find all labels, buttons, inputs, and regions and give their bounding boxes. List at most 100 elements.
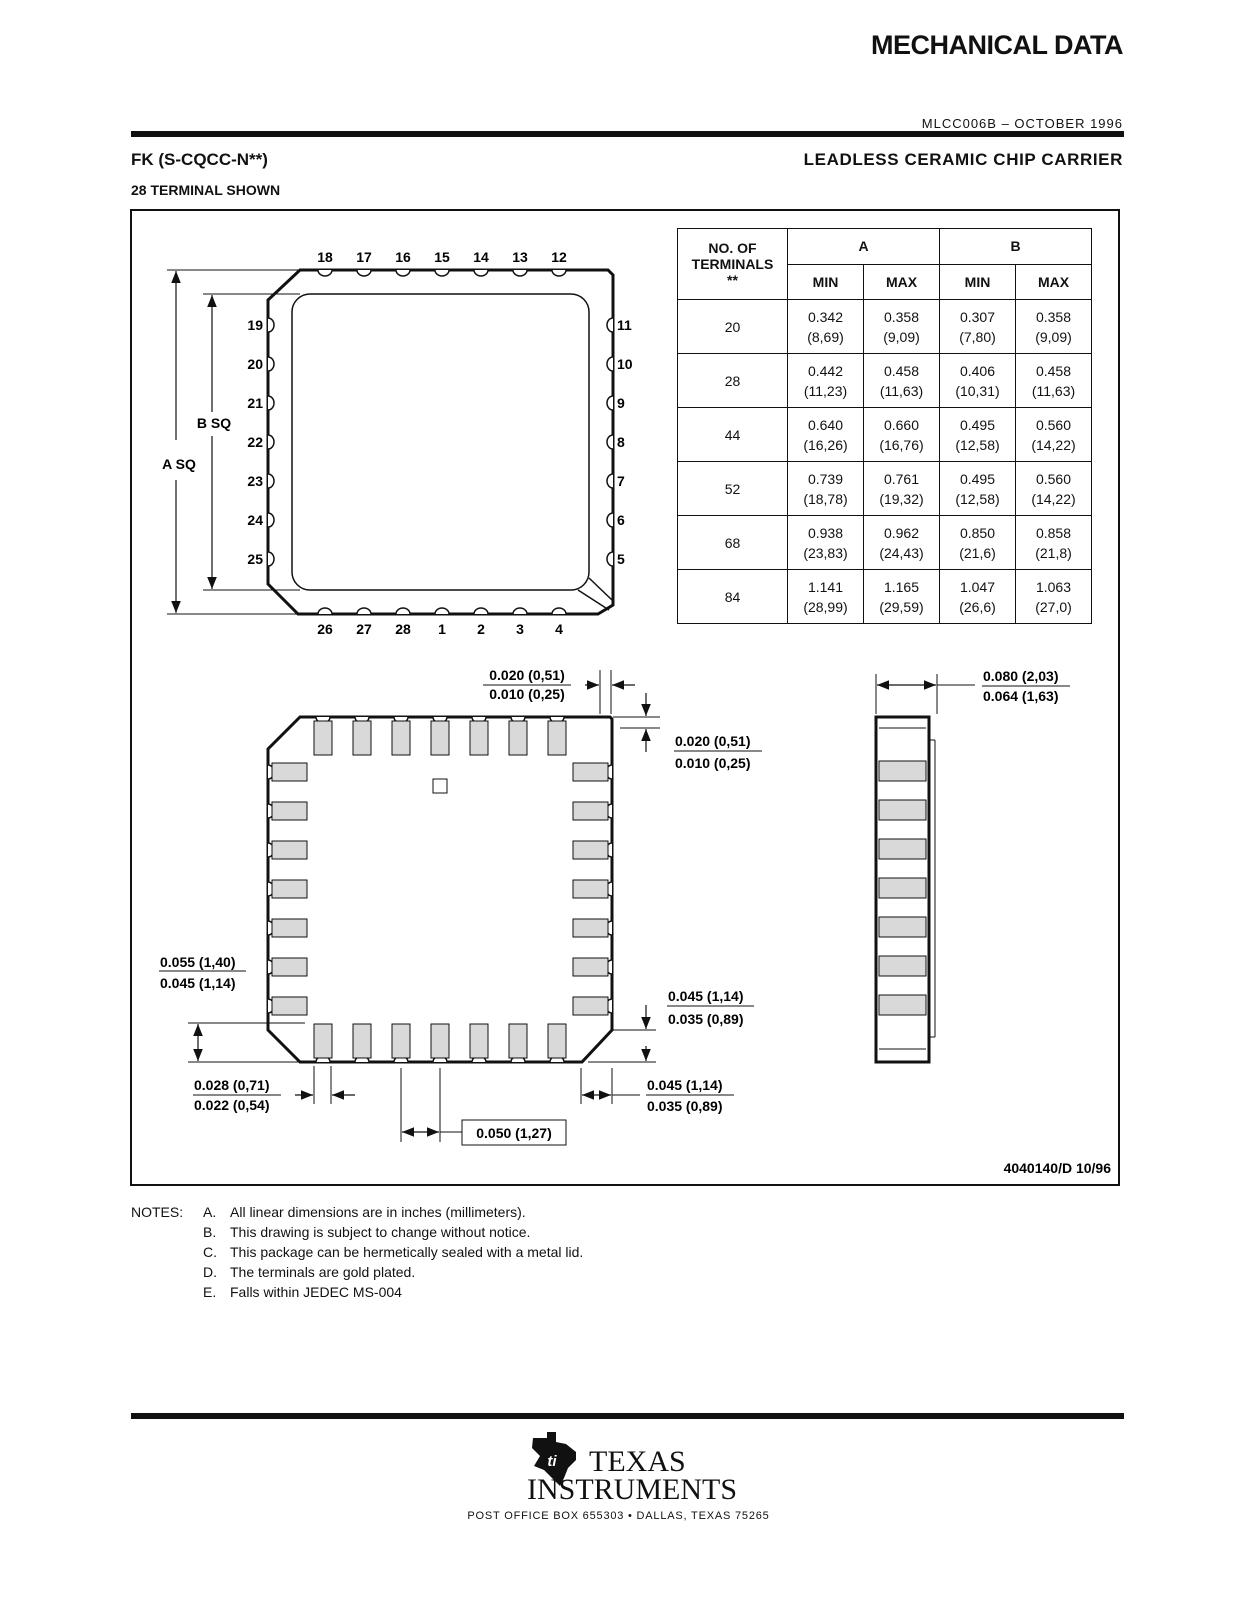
mm-value: (11,63) xyxy=(879,382,924,399)
terminal-pad xyxy=(572,957,609,977)
header-rule xyxy=(131,131,1124,137)
pin-number: 22 xyxy=(247,434,263,450)
dim-corner-left-max: 0.055 (1,40) xyxy=(160,954,236,970)
inch-value: 0.342 xyxy=(807,308,844,325)
dim-terminal-width-max: 0.028 (0,71) xyxy=(194,1077,270,1093)
dim-corner-bottom-max: 0.045 (1,14) xyxy=(647,1077,723,1093)
terminal-pad xyxy=(271,918,308,938)
inch-value: 0.850 xyxy=(959,524,996,541)
inch-value: 0.640 xyxy=(807,416,844,433)
mm-value: (23,83) xyxy=(803,544,848,561)
terminal-notches xyxy=(267,269,614,615)
pin-number: 13 xyxy=(512,249,528,265)
dim-pad-edge-min: 0.010 (0,25) xyxy=(675,755,751,771)
pin-number: 16 xyxy=(395,249,411,265)
pin-number: 24 xyxy=(247,512,263,528)
inch-value: 0.495 xyxy=(959,416,996,433)
footer-rule xyxy=(131,1413,1124,1419)
note-key: D. xyxy=(203,1264,217,1280)
pin-number: 4 xyxy=(555,621,563,637)
mm-value: (8,69) xyxy=(807,328,844,345)
inch-value: 1.141 xyxy=(807,578,844,595)
drawing-id: 4040140/D 10/96 xyxy=(1004,1160,1112,1176)
pin-number: 9 xyxy=(617,395,625,411)
terminal-count-cell: 68 xyxy=(677,515,788,570)
ti-wordmark: Texas Instruments xyxy=(527,1447,737,1505)
cavity-outline xyxy=(291,293,590,591)
header-b-min: MIN xyxy=(939,263,1016,300)
dim-pitch: 0.050 (1,27) xyxy=(476,1125,552,1141)
inch-value: 0.962 xyxy=(883,524,920,541)
note-key: E. xyxy=(203,1284,217,1300)
terminal-pad xyxy=(271,957,308,977)
note-text: The terminals are gold plated. xyxy=(230,1264,416,1280)
package-description: LEADLESS CERAMIC CHIP CARRIER xyxy=(803,150,1123,169)
dim-pad-edge-max: 0.020 (0,51) xyxy=(675,733,751,749)
terminal-pad xyxy=(572,762,609,782)
inch-value: 0.406 xyxy=(959,362,996,379)
note-text: This package can be hermetically sealed … xyxy=(230,1244,584,1260)
pin-number: 8 xyxy=(617,434,625,450)
inch-value: 1.165 xyxy=(883,578,920,595)
inch-value: 0.307 xyxy=(959,308,996,325)
terminal-count-subtitle: 28 TERMINAL SHOWN xyxy=(131,182,281,198)
document-code: MLCC006B – OCTOBER 1996 xyxy=(921,116,1123,131)
dimension-cell: 0.307(7,80) xyxy=(939,299,1016,354)
dimension-cell: 0.560(14,22) xyxy=(1015,407,1092,462)
header-terminals-line3: ** xyxy=(727,272,738,288)
terminal-pad xyxy=(469,720,489,756)
dim-height-min: 0.064 (1,63) xyxy=(983,688,1059,704)
notes: NOTES:A.All linear dimensions are in inc… xyxy=(131,1202,583,1302)
inch-value: 0.442 xyxy=(807,362,844,379)
terminal-notch xyxy=(267,512,275,528)
dimension-cell: 0.495(12,58) xyxy=(939,461,1016,516)
side-view: 0.080 (2,03) 0.064 (1,63) xyxy=(874,668,1070,1064)
inch-value: 0.458 xyxy=(1035,362,1072,379)
inch-value: 0.358 xyxy=(1035,308,1072,325)
terminal-notch xyxy=(434,607,450,615)
mm-value: (21,8) xyxy=(1035,544,1072,561)
terminal-notch xyxy=(317,607,333,615)
dimension-cell: 0.858(21,8) xyxy=(1015,515,1092,570)
dim-corner-left-min: 0.045 (1,14) xyxy=(160,975,236,991)
mm-value: (21,6) xyxy=(959,544,996,561)
inch-value: 1.047 xyxy=(959,578,996,595)
side-terminal xyxy=(878,955,927,977)
note-text: All linear dimensions are in inches (mil… xyxy=(230,1204,526,1220)
terminal-pad xyxy=(572,918,609,938)
mm-value: (12,58) xyxy=(955,490,1000,507)
notes-lead: NOTES: xyxy=(131,1204,184,1220)
page-title: MECHANICAL DATA xyxy=(871,30,1123,60)
terminal-pad xyxy=(572,801,609,821)
terminal-count-cell: 20 xyxy=(677,299,788,354)
dim-height-max: 0.080 (2,03) xyxy=(983,668,1059,684)
pin-number: 19 xyxy=(247,317,263,333)
dimension-cell: 0.442(11,23) xyxy=(787,353,864,408)
dim-terminal-width-min: 0.022 (0,54) xyxy=(194,1097,270,1113)
mm-value: (10,31) xyxy=(955,382,1000,399)
terminal-notch xyxy=(267,356,275,372)
terminal-pad xyxy=(391,720,411,756)
table-row: 20 0.342 (8,69) 0.358(9,09)0.307(7,80) 0.358… xyxy=(677,299,1092,354)
label-b-sq: B SQ xyxy=(197,415,231,431)
dim-pad-length-min: 0.035 (0,89) xyxy=(668,1011,744,1027)
terminal-pad xyxy=(430,1023,450,1059)
terminal-notch xyxy=(606,551,614,567)
mm-value: (29,59) xyxy=(879,598,924,615)
pin-number: 1 xyxy=(438,621,446,637)
terminal-count-cell: 44 xyxy=(677,407,788,462)
terminal-notch xyxy=(267,317,275,333)
drawing-frame xyxy=(130,209,1120,1186)
pin-number: 17 xyxy=(356,249,372,265)
pin-number: 15 xyxy=(434,249,450,265)
terminal-pad xyxy=(508,720,528,756)
pin-number: 5 xyxy=(617,551,625,567)
mm-value: (19,32) xyxy=(879,490,924,507)
terminal-notch xyxy=(512,269,528,277)
dimension-cell: 0.358(9,09) xyxy=(1015,299,1092,354)
footer-address: POST OFFICE BOX 655303 • DALLAS, TEXAS 7… xyxy=(467,1510,770,1522)
top-view-outline xyxy=(266,268,615,616)
